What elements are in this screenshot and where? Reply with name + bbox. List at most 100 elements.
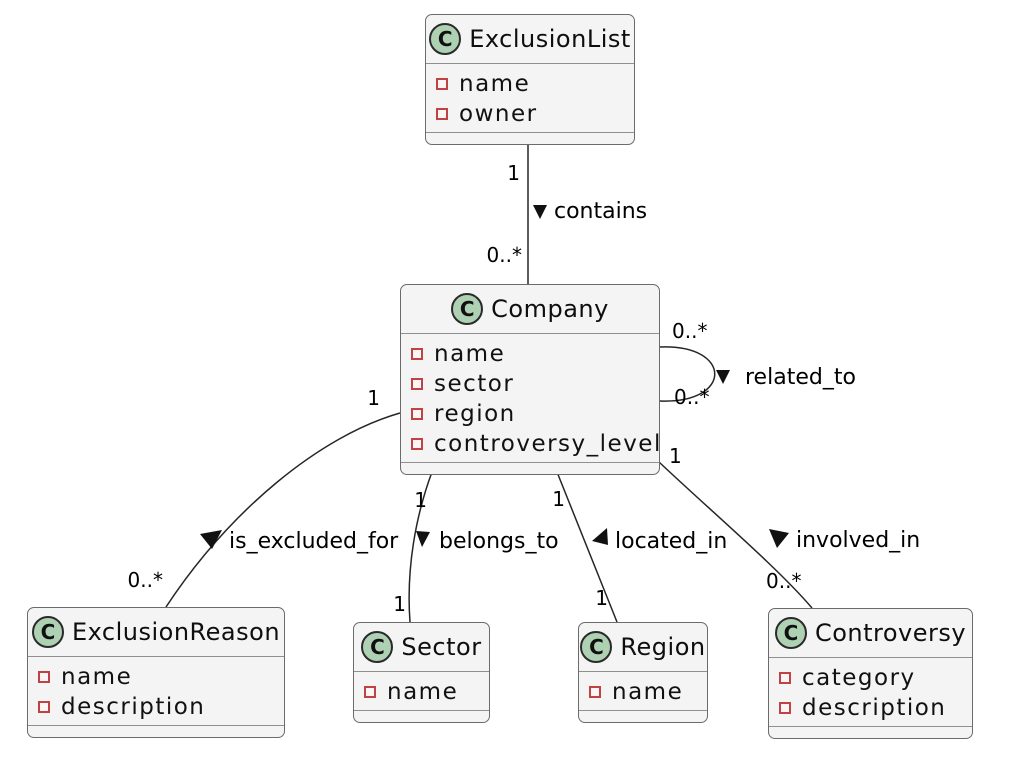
class-header: C Region: [579, 623, 707, 672]
class-sector: C Sector name: [353, 622, 490, 723]
multiplicity-label: 0..*: [128, 568, 163, 592]
field-icon: [38, 671, 50, 683]
attributes-section: name: [579, 672, 707, 710]
class-name: Controversy: [814, 619, 967, 647]
class-name: Region: [620, 633, 706, 661]
field-icon: [364, 686, 376, 698]
class-company: C Company name sector region controversy…: [400, 284, 660, 475]
attribute-name: category: [802, 665, 916, 691]
multiplicity-label: 0..*: [674, 385, 709, 409]
edge-label-involved-in: involved_in: [796, 528, 920, 553]
attribute-name: region: [434, 401, 516, 427]
attribute-row: description: [779, 693, 962, 723]
field-icon: [436, 78, 448, 90]
class-controversy: C Controversy category description: [768, 608, 973, 739]
attributes-section: name: [354, 672, 489, 710]
attribute-name: owner: [459, 101, 538, 127]
class-name: ExclusionList: [469, 25, 631, 53]
multiplicity-label: 1: [367, 386, 380, 410]
class-exclusionreason: C ExclusionReason name description: [27, 607, 285, 738]
edge-is-excluded-for: [165, 412, 401, 608]
attribute-name: name: [459, 71, 531, 97]
multiplicity-label: 1: [414, 488, 427, 512]
edge-label-related-to: related_to: [745, 365, 856, 390]
edge-label-located-in: located_in: [615, 529, 727, 554]
edge-involved-in: [658, 461, 813, 609]
class-region: C Region name: [578, 622, 708, 723]
attributes-section: name description: [28, 657, 284, 725]
edge-belongs-to: [408, 471, 433, 623]
multiplicity-label: 0..*: [672, 319, 707, 343]
attribute-row: name: [364, 677, 479, 707]
methods-section-empty: [354, 710, 489, 722]
field-icon: [411, 348, 423, 360]
class-exclusionlist: C ExclusionList name owner: [425, 14, 635, 145]
multiplicity-label: 1: [507, 161, 520, 185]
attributes-section: category description: [769, 658, 972, 726]
edge-label-belongs-to: belongs_to: [439, 529, 559, 554]
attribute-row: region: [411, 399, 649, 429]
direction-arrow-left-icon: [592, 528, 608, 545]
attribute-name: sector: [434, 371, 515, 397]
direction-arrow-up-right-icon: [200, 530, 222, 549]
attribute-row: name: [411, 339, 649, 369]
multiplicity-label: 0..*: [766, 569, 801, 593]
direction-arrow-down-icon: [416, 531, 430, 547]
attribute-row: sector: [411, 369, 649, 399]
field-icon: [589, 686, 601, 698]
attribute-name: name: [612, 679, 684, 705]
class-stereotype-icon: C: [31, 616, 64, 648]
class-stereotype-icon: C: [580, 631, 613, 663]
attributes-section: name sector region controversy_level: [401, 334, 660, 462]
class-stereotype-icon: C: [429, 23, 462, 55]
class-header: C ExclusionList: [426, 15, 634, 64]
attribute-name: controversy_level: [434, 431, 662, 457]
field-icon: [779, 672, 791, 684]
class-stereotype-icon: C: [451, 293, 484, 325]
multiplicity-label: 1: [595, 586, 608, 610]
edge-related-to: [659, 346, 716, 402]
attribute-row: controversy_level: [411, 429, 660, 459]
edge-label-contains: contains: [554, 199, 647, 224]
direction-arrow-down-icon: [533, 205, 547, 219]
class-header: C Controversy: [769, 609, 972, 658]
attribute-name: name: [387, 679, 459, 705]
class-name: Sector: [401, 633, 482, 661]
edge-label-is-excluded-for: is_excluded_for: [229, 529, 399, 554]
class-stereotype-icon: C: [774, 617, 807, 649]
class-stereotype-icon: C: [361, 631, 394, 663]
attribute-row: description: [38, 692, 274, 722]
class-name: ExclusionReason: [71, 618, 281, 646]
field-icon: [436, 108, 448, 120]
attribute-row: category: [779, 663, 962, 693]
methods-section-empty: [579, 710, 707, 722]
attribute-row: name: [38, 662, 274, 692]
multiplicity-label: 0..*: [487, 243, 522, 267]
attribute-name: name: [434, 341, 506, 367]
multiplicity-label: 1: [393, 592, 406, 616]
field-icon: [779, 702, 791, 714]
methods-section-empty: [426, 132, 634, 144]
field-icon: [38, 701, 50, 713]
class-header: C Sector: [354, 623, 489, 672]
attribute-name: description: [802, 695, 947, 721]
attributes-section: name owner: [426, 64, 634, 132]
methods-section-empty: [769, 726, 972, 738]
methods-section-empty: [401, 462, 659, 474]
direction-arrow-up-left-icon: [769, 529, 789, 548]
attribute-row: owner: [436, 99, 624, 129]
attribute-name: description: [61, 694, 206, 720]
methods-section-empty: [28, 725, 284, 737]
attribute-name: name: [61, 664, 133, 690]
class-header: C Company: [401, 285, 659, 334]
multiplicity-label: 1: [552, 487, 565, 511]
field-icon: [411, 438, 423, 450]
attribute-row: name: [589, 677, 697, 707]
multiplicity-label: 1: [669, 444, 682, 468]
direction-arrow-down-icon: [716, 370, 730, 384]
class-name: Company: [491, 295, 609, 323]
field-icon: [411, 408, 423, 420]
field-icon: [411, 378, 423, 390]
edge-located-in: [556, 471, 618, 623]
